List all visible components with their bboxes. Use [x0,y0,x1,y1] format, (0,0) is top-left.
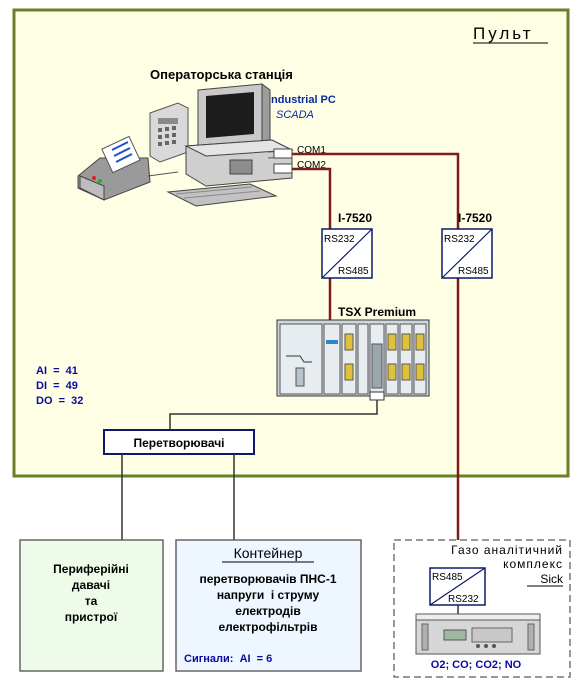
operator-station-title: Операторська станція [150,67,293,82]
printer-icon [77,135,151,201]
com2-port [273,163,293,174]
container-line4: електрофільтрів [218,620,317,634]
peripheral-line2: давачі [72,578,110,592]
container-line1: перетворювачів ПНС-1 [199,572,336,586]
peripheral-line1: Периферійні [53,562,129,576]
keypad-device-icon [149,102,189,163]
container-line3: електродів [235,604,301,618]
peripheral-line3: та [85,594,98,608]
gas-brand: Sick [540,572,564,586]
scada-label: SCADA [276,109,314,121]
industrial-pc-label: Industrial PC [268,94,336,106]
signal-di: DI = 49 [36,380,78,392]
gas-converter: RS485 RS232 [429,567,486,606]
bus-lines [292,152,460,568]
converter-right-name: I-7520 [458,211,492,225]
peripheral-line4: пристрої [65,610,118,624]
plc-transducer-cable [169,400,378,430]
converter-left-rs232: RS232 [324,234,355,245]
gas-line2: комплекс [503,557,563,571]
transducers-label: Перетворювачі [133,436,224,450]
transducers-box [103,429,255,455]
com1-label: COM1 [297,145,326,156]
printer-cable [147,171,179,177]
com2-bus [292,167,332,229]
converter-left-rs485: RS485 [338,266,369,277]
com1-bus [292,152,460,229]
signal-ai: AI = 41 [36,365,78,377]
com1-port [273,148,293,159]
container-line2: напруги і струму [217,588,320,602]
plc-name: TSX Premium [338,305,416,319]
plc-rack-icon [276,319,430,401]
computer-icon [166,83,294,207]
gas-converter-rs232: RS232 [448,594,479,605]
gas-analyzer-device-icon [415,613,541,655]
container-title: Контейнер [234,545,303,561]
panel-title: Пульт [473,24,534,43]
converter-right-rs485: RS485 [458,266,489,277]
gas-converter-rs485: RS485 [432,572,463,583]
converter-right-rs232: RS232 [444,234,475,245]
gas-analytes: O2; CO; CO2; NO [431,659,522,671]
gas-line1: Газо аналітичний [451,543,563,557]
container-signals: Сигнали: AI = 6 [184,653,272,665]
peripheral-box [19,539,164,672]
signal-do: DO = 32 [36,395,83,407]
converter-left: RS232 RS485 [321,228,373,279]
converter-right: RS232 RS485 [441,228,493,279]
converter-left-name: I-7520 [338,211,372,225]
com2-label: COM2 [297,160,326,171]
